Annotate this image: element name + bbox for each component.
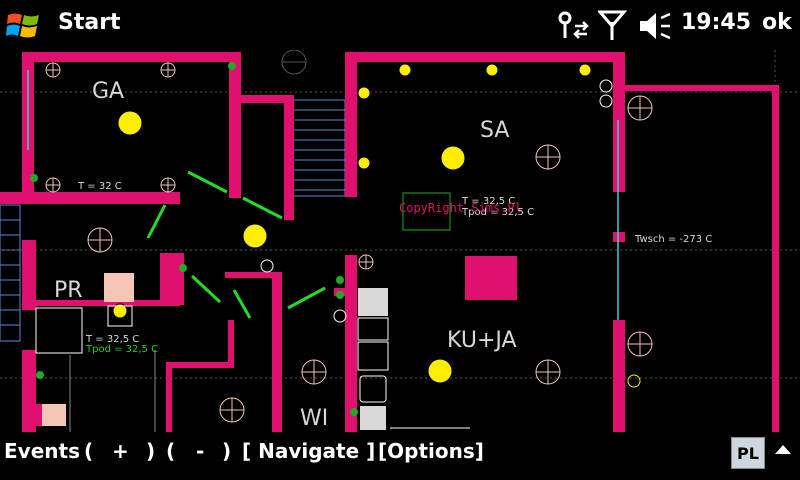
windows-start-icon[interactable] bbox=[6, 9, 42, 41]
connectivity-icon[interactable] bbox=[555, 10, 591, 42]
temperature-readouts: T = 32 C T = 32,5 C Tpod = 32,5 C T = 32… bbox=[77, 181, 712, 355]
title-bar: Start 19:45 ok bbox=[0, 0, 800, 50]
furniture bbox=[35, 192, 470, 430]
pr-temp-readout: T = 32,5 C bbox=[85, 334, 139, 345]
room-label-sa[interactable]: SA bbox=[480, 118, 509, 143]
copyright-text: CopyRight Sims.Pl bbox=[399, 201, 522, 215]
pipes bbox=[69, 350, 156, 432]
zoom-out-close-paren[interactable]: ) bbox=[222, 439, 232, 463]
stairs-top bbox=[292, 99, 346, 197]
start-title[interactable]: Start bbox=[58, 10, 121, 35]
events-label[interactable]: Events bbox=[4, 439, 80, 463]
lamps[interactable] bbox=[112, 63, 592, 384]
clock-time[interactable]: 19:45 bbox=[681, 10, 752, 35]
sa-temp-readout: T = 32,5 C bbox=[461, 196, 515, 207]
floor-plan[interactable]: GA SA PR KU+JA WI T = 32 C T = 32,5 C Tp… bbox=[0, 50, 800, 432]
sensors bbox=[30, 62, 358, 416]
zoom-out-button[interactable]: - bbox=[196, 439, 205, 463]
walls bbox=[0, 52, 779, 432]
zoom-out-open-paren[interactable]: ( bbox=[166, 439, 176, 463]
pr-tpod-readout: Tpod = 32,5 C bbox=[85, 344, 158, 355]
room-label-ga[interactable]: GA bbox=[92, 79, 124, 104]
options-button[interactable]: [Options] bbox=[378, 439, 484, 463]
chevron-up-icon[interactable] bbox=[773, 442, 793, 456]
room-label-ku-ja[interactable]: KU+JA bbox=[447, 328, 517, 353]
navigate-button[interactable]: [ Navigate ] bbox=[242, 439, 376, 463]
zoom-in-button[interactable]: + bbox=[112, 439, 129, 463]
stairs-left bbox=[0, 204, 21, 342]
device-symbols bbox=[260, 79, 641, 388]
doors bbox=[146, 170, 326, 319]
signal-icon[interactable] bbox=[598, 10, 628, 42]
room-label-wi[interactable]: WI bbox=[300, 406, 328, 431]
menu-bar: Events ( + ) ( - ) [ Navigate ] [Options… bbox=[0, 432, 800, 480]
ga-temp-readout: T = 32 C bbox=[77, 181, 122, 192]
zoom-in-close-paren[interactable]: ) bbox=[146, 439, 156, 463]
zoom-in-open-paren[interactable]: ( bbox=[84, 439, 94, 463]
room-label-pr[interactable]: PR bbox=[54, 278, 83, 303]
speaker-icon[interactable] bbox=[638, 10, 672, 42]
language-indicator[interactable]: PL bbox=[731, 437, 765, 469]
ok-button[interactable]: ok bbox=[762, 10, 792, 35]
twsch-readout: Twsch = -273 C bbox=[634, 234, 712, 245]
windows bbox=[27, 70, 619, 320]
outlets bbox=[45, 50, 653, 423]
sa-tpod-readout: Tpod = 32,5 C bbox=[461, 207, 534, 218]
